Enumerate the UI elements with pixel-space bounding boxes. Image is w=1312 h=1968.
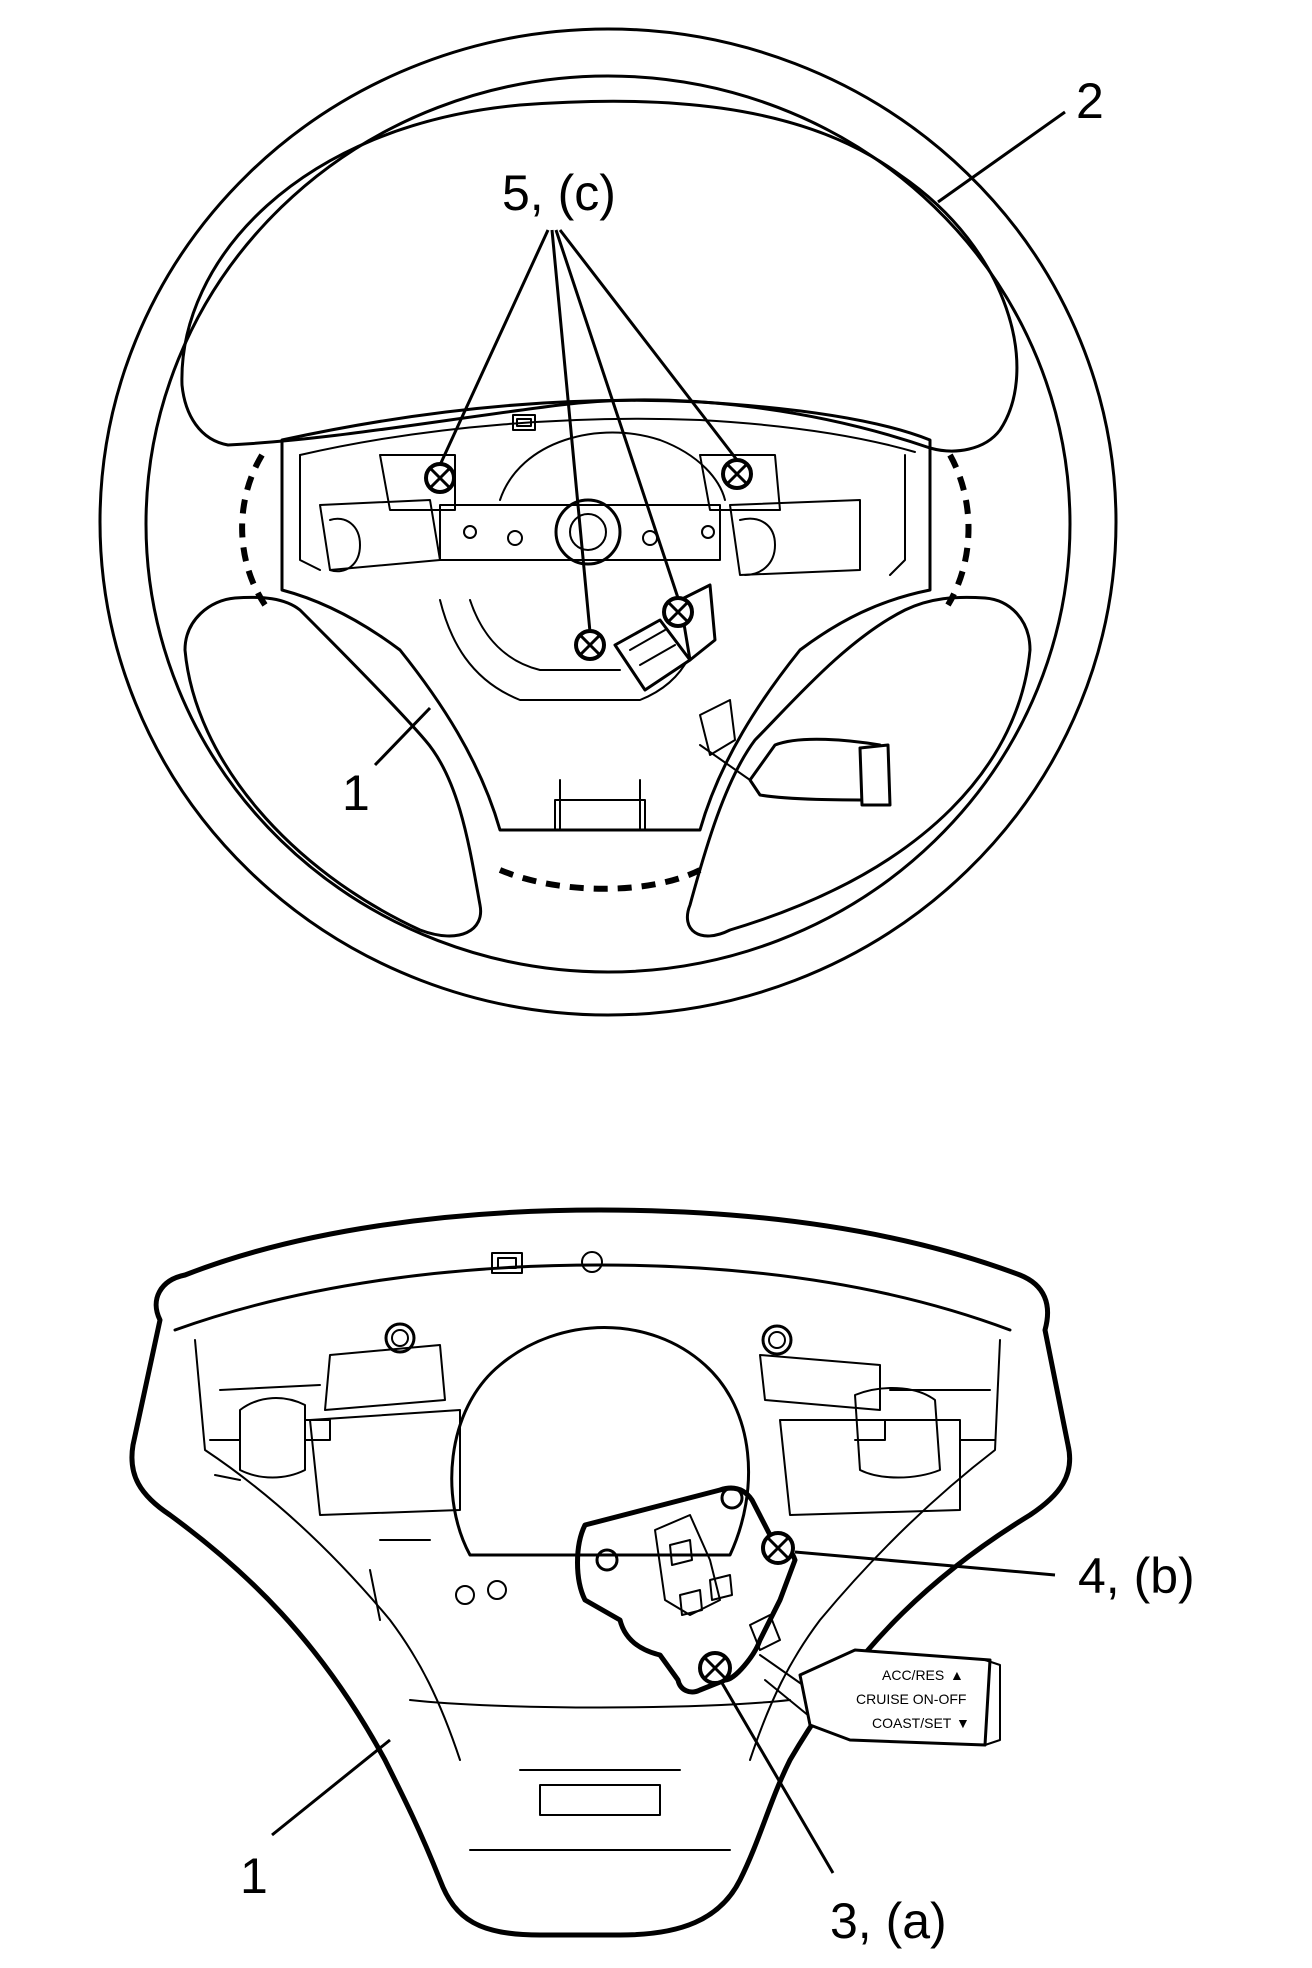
leader-line-2 xyxy=(937,110,1066,204)
leader-line-4 xyxy=(794,1550,1056,1577)
label-part-5: 5, (c) xyxy=(502,165,616,221)
screw-c-lower-left xyxy=(574,629,606,661)
label-part-3: 3, (a) xyxy=(830,1893,947,1949)
leader-line-1-lower xyxy=(271,1738,391,1837)
steering-wheel-assembly: 2 5, (c) 1 xyxy=(98,27,1118,1017)
module-outer-shell xyxy=(129,1207,1073,1938)
screw-b xyxy=(761,1531,795,1565)
leader-line-3 xyxy=(720,1682,835,1874)
module-center-cutout xyxy=(450,1326,751,1557)
stitch-right xyxy=(945,453,972,607)
stitch-bottom xyxy=(498,867,702,892)
module-screw-holes xyxy=(384,1251,793,1605)
wheel-rim-inner xyxy=(144,74,1072,974)
screw-c-upper-right xyxy=(721,458,753,490)
leader-lines-c xyxy=(438,229,739,633)
wheel-upper-opening xyxy=(180,99,1019,453)
label-part-2: 2 xyxy=(1076,73,1104,129)
wheel-hub xyxy=(280,398,932,832)
acc-res-arrow-icon: ▲ xyxy=(950,1667,964,1683)
cruise-switch-bracket xyxy=(575,1485,798,1695)
cruise-stalk-lever: ACC/RES ▲ CRUISE ON-OFF COAST/SET ▼ xyxy=(759,1648,1001,1747)
leader-line-1-upper xyxy=(373,706,432,767)
switch-label-coast-set: COAST/SET xyxy=(872,1715,952,1731)
label-part-4: 4, (b) xyxy=(1078,1548,1195,1604)
wheel-rim-outer xyxy=(98,27,1118,1017)
label-part-1-lower: 1 xyxy=(240,1848,268,1904)
stitch-left xyxy=(239,453,268,607)
switch-label-cruise-on-off: CRUISE ON-OFF xyxy=(856,1691,966,1707)
screws-c xyxy=(424,458,753,661)
coast-set-arrow-icon: ▼ xyxy=(956,1715,970,1731)
wheel-lower-left-opening xyxy=(183,595,483,938)
airbag-module-assembly: ACC/RES ▲ CRUISE ON-OFF COAST/SET ▼ 4, (… xyxy=(129,1207,1195,1949)
wheel-lower-right-opening xyxy=(685,595,1032,938)
switch-label-acc-res: ACC/RES xyxy=(882,1667,944,1683)
label-part-1-upper: 1 xyxy=(342,765,370,821)
cruise-stalk-upper xyxy=(699,737,892,807)
screw-a xyxy=(698,1651,732,1685)
screw-c-lower-right xyxy=(662,596,694,628)
cruise-control-switch xyxy=(575,1485,798,1695)
screw-c-upper-left xyxy=(424,462,456,494)
